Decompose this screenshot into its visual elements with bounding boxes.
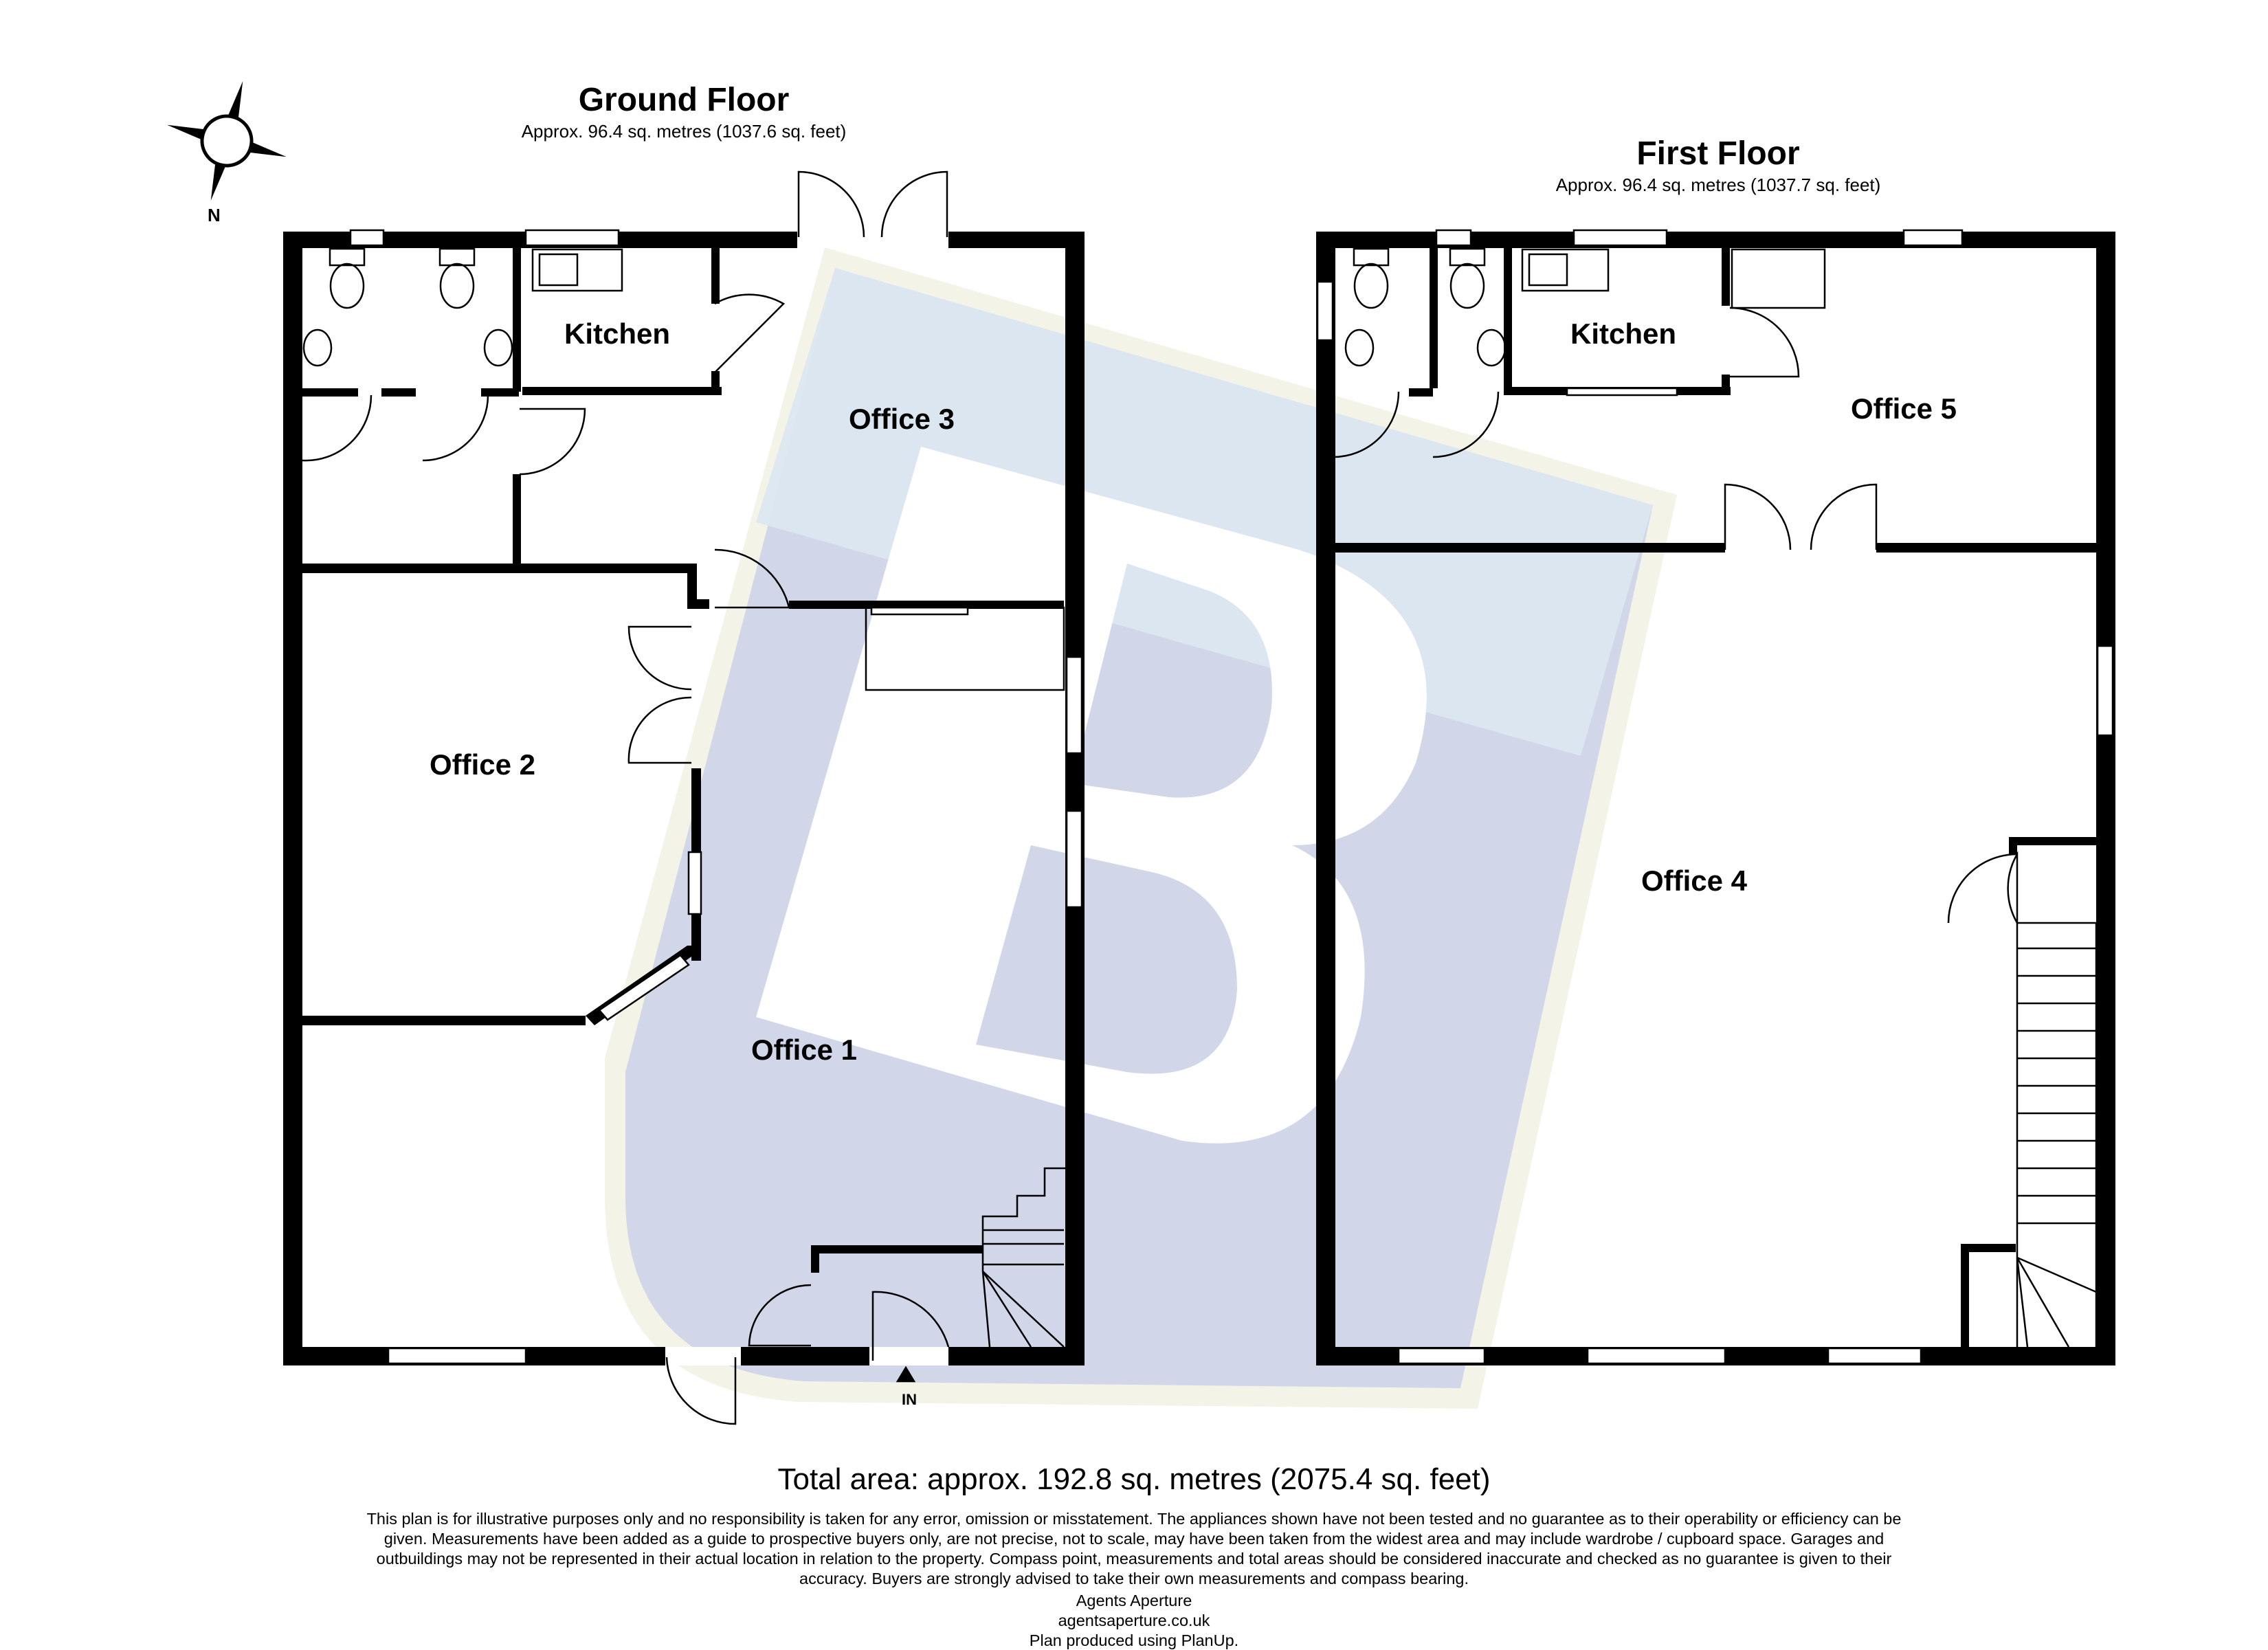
ground-room-office-2: Office 2	[429, 748, 536, 781]
credit-agent-website[interactable]: agentsaperture.co.uk	[1058, 1612, 1210, 1629]
ground-room-kitchen: Kitchen	[564, 317, 671, 350]
total-area: Total area: approx. 192.8 sq. metres (20…	[777, 1462, 1491, 1496]
credit-plan-software: Plan produced using PlanUp.	[1029, 1631, 1239, 1649]
ground-floor-area: Approx. 96.4 sq. metres (1037.6 sq. feet…	[521, 121, 847, 142]
disclaimer-text: This plan is for illustrative purposes o…	[366, 1510, 1902, 1587]
first-floor-area: Approx. 96.4 sq. metres (1037.7 sq. feet…	[1555, 175, 1881, 195]
first-room-office-5: Office 5	[1850, 392, 1957, 425]
compass-icon	[167, 81, 287, 201]
first-room-office-4: Office 4	[1641, 865, 1748, 897]
first-floor-plan	[1316, 232, 2115, 1365]
watermark-logo	[605, 247, 1677, 1409]
credit-agent-name: Agents Aperture	[1076, 1592, 1192, 1609]
first-floor-title: First Floor	[1636, 135, 1800, 172]
ground-floor-title: Ground Floor	[578, 82, 790, 118]
ground-room-office-1: Office 1	[751, 1034, 858, 1066]
first-room-kitchen: Kitchen	[1570, 317, 1677, 350]
ground-room-office-3: Office 3	[848, 403, 955, 435]
compass-north-label: N	[208, 205, 221, 225]
first-floor-fixtures	[1316, 229, 2114, 1365]
entrance-label: IN	[902, 1391, 917, 1408]
ground-floor-fixtures	[302, 170, 1083, 1425]
